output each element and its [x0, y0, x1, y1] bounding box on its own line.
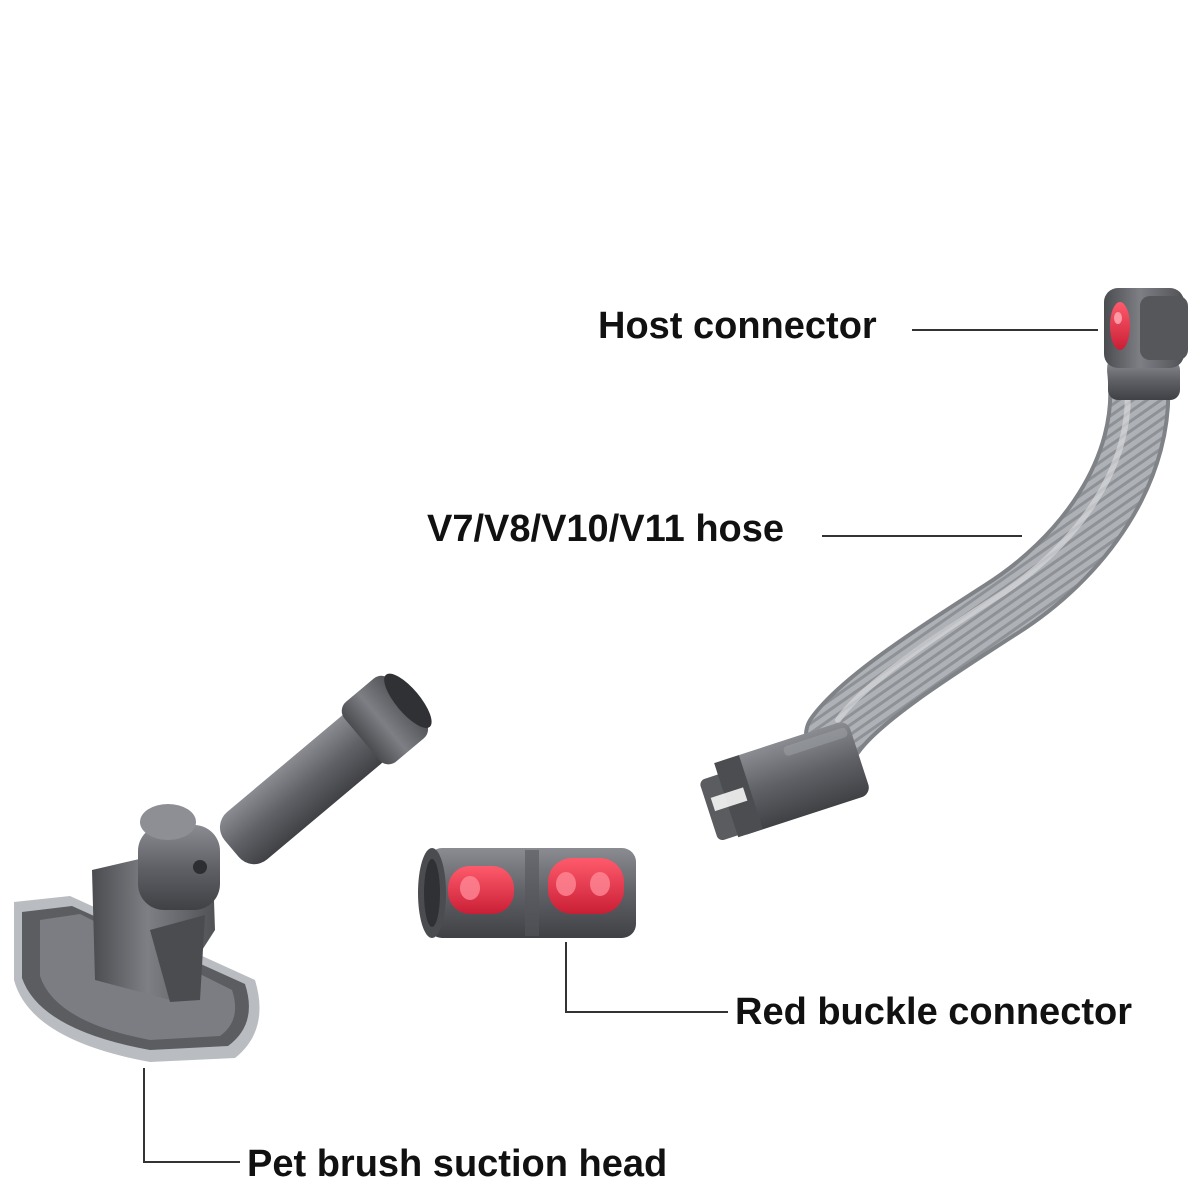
leader-line-red-buckle-connector: [565, 942, 728, 1013]
pet-brush-suction-head: [14, 673, 432, 1062]
hose: [804, 339, 1171, 766]
label-red-buckle-connector: Red buckle connector: [735, 991, 1132, 1033]
hose-end-cuff: [700, 722, 869, 840]
leader-line-pet-brush-head: [143, 1068, 240, 1163]
label-hose: V7/V8/V10/V11 hose: [427, 508, 785, 550]
label-pet-brush-suction-head: Pet brush suction head: [247, 1143, 668, 1185]
label-host-connector: Host connector: [598, 305, 877, 347]
red-buckle-connector: [418, 848, 636, 938]
host-connector: [1104, 288, 1188, 400]
